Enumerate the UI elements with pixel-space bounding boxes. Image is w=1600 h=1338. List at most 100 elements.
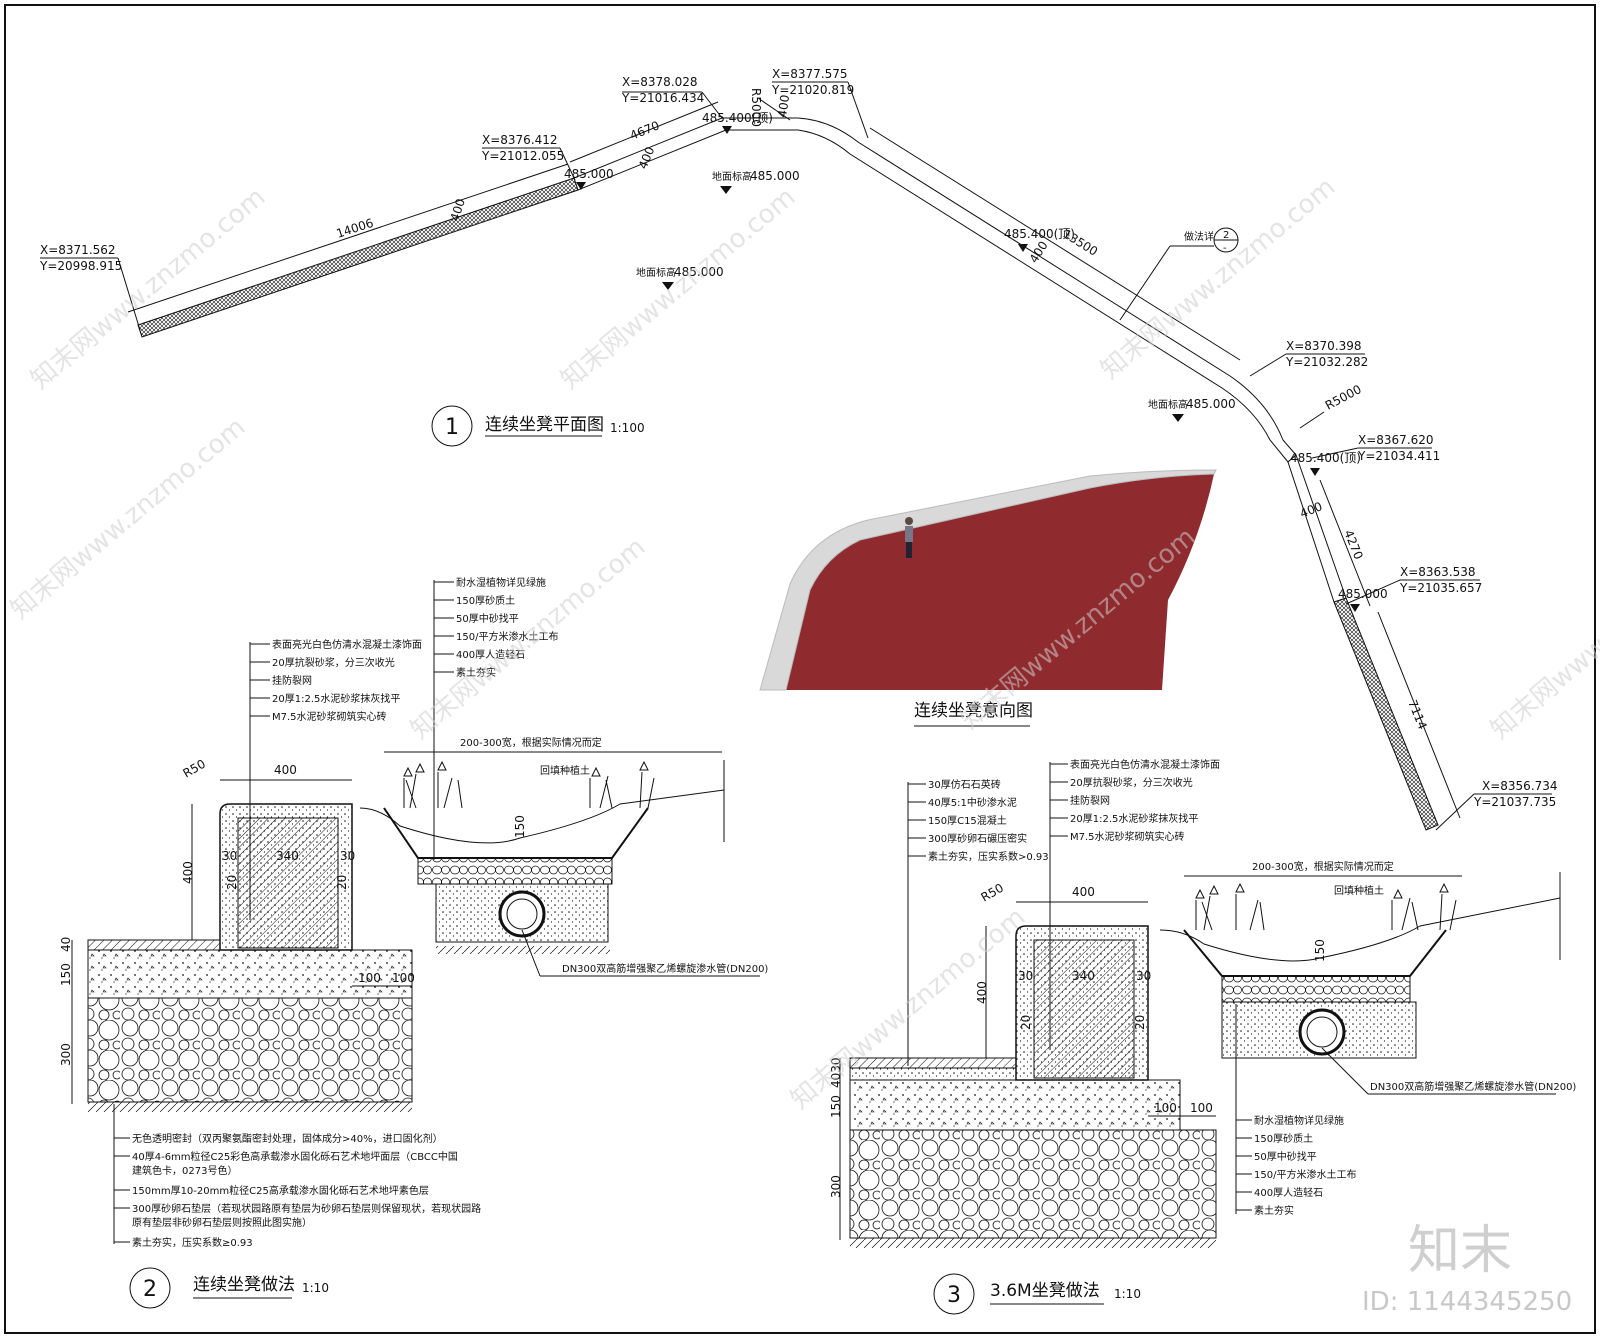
planter-width: 200-300宽，根据实际情况而定 (1252, 860, 1394, 873)
planter-notes: 耐水湿植物详见绿施 150厚砂质土 50厚中砂找平 150/平方米渗水土工布 4… (1235, 1004, 1356, 1217)
base-notes: 无色透明密封（双丙聚氨酯密封处理，固体成分>40%，进口固化剂） 40厚4-6m… (113, 1104, 481, 1249)
ground-elevation: 485.000 (674, 265, 724, 279)
render-bench-top (759, 469, 1217, 691)
dim-plaster: 20 (335, 875, 349, 890)
note: 50厚中砂找平 (456, 612, 519, 625)
plant-symbols (1195, 882, 1457, 931)
dim-100: 100 (1154, 1101, 1177, 1115)
detail-ref-label: 做法详 (1184, 230, 1214, 243)
note: 150/平方米渗水土工布 (1254, 1168, 1356, 1181)
note: 40厚5:1中砂渗水泥 (928, 796, 1017, 809)
note: 150/平方米渗水土工布 (456, 630, 558, 643)
dim-150: 150 (829, 1095, 843, 1118)
section3-title: 3 3.6M坐凳做法 1:10 (933, 1273, 1141, 1315)
dim-100: 100 (358, 971, 381, 985)
elevation-label: 485.400(顶) (1004, 227, 1075, 241)
coord-y: Y=21020.819 (771, 83, 854, 97)
backfill-label: 回填种植土 (1334, 884, 1384, 897)
elevation-label: 485.000 (564, 167, 614, 181)
note: 原有垫层非砂卵石垫层则按照此图实施） (132, 1216, 312, 1229)
render-person (905, 517, 913, 558)
dim-core: 340 (276, 849, 299, 863)
bench-notes: 表面亮光白色仿清水混凝土漆饰面 20厚抗裂砂浆，分三次收光 挂防裂网 20厚1:… (1049, 758, 1220, 1050)
dim-planter-depth: 150 (1313, 939, 1327, 962)
ground-elevation: 485.000 (750, 169, 800, 183)
dim-side: 30 (222, 849, 237, 863)
dim-core: 340 (1072, 969, 1095, 983)
dim-40: 40 (59, 937, 73, 952)
coord-y: Y=21035.657 (1399, 581, 1482, 595)
coord-y: Y=21034.411 (1357, 449, 1440, 463)
note: 素土夯实，压实系数≥0.93 (132, 1236, 253, 1249)
watermark-text: 知末网www.znzmo.com (1485, 532, 1600, 745)
note: M7.5水泥砂浆砌筑实心砖 (272, 710, 387, 723)
dim-width: 400 (274, 763, 297, 777)
title-number: 1 (445, 415, 459, 440)
dim-side: 30 (340, 849, 355, 863)
section2-title: 2 连续坐凳做法 1:10 (129, 1267, 329, 1309)
radius-label: R5000 (749, 88, 763, 127)
note: 挂防裂网 (272, 674, 312, 687)
planter-notes: 耐水湿植物详见绿施 150厚砂质土 50厚中砂找平 150/平方米渗水土工布 4… (433, 576, 558, 860)
note: 表面亮光白色仿清水混凝土漆饰面 (1070, 758, 1220, 771)
brand-logo: 知末 (1408, 1221, 1512, 1281)
bench-notes: 表面亮光白色仿清水混凝土漆饰面 20厚抗裂砂浆，分三次收光 挂防裂网 20厚1:… (249, 638, 422, 920)
width-label: 400 (636, 145, 658, 171)
radius-label: R5000 (1323, 382, 1364, 413)
note: 素土夯实 (456, 666, 496, 679)
dim-plaster: 20 (225, 875, 239, 890)
coord-x: X=8378.028 (622, 75, 698, 89)
section-3: 200-300宽，根据实际情况而定 回填种植土 DN300双高筋增强聚乙烯螺旋渗… (829, 758, 1576, 1315)
dim-100: 100 (392, 971, 415, 985)
length-label: 7114 (1405, 698, 1429, 732)
planter-width: 200-300宽，根据实际情况而定 (460, 736, 602, 749)
note: 20厚1:2.5水泥砂浆抹灰找平 (272, 692, 400, 705)
dim-side: 30 (1018, 969, 1033, 983)
coordinate-labels: X=8371.562 Y=20998.915 X=8376.412 Y=2101… (39, 67, 1558, 831)
dim-radius: R50 (979, 881, 1006, 905)
dim-radius: R50 (181, 757, 208, 781)
pipe-label: DN300双高筋增强聚乙烯螺旋渗水管(DN200) (562, 962, 768, 975)
watermark-text: 知末网www.znzmo.com (555, 182, 801, 395)
detail-ref-sheet: - (1223, 243, 1227, 254)
note: 素土夯实 (1254, 1204, 1294, 1217)
render-title: 连续坐凳意向图 (914, 701, 1033, 721)
image-id: ID: 1144345250 (1362, 1287, 1572, 1317)
note: M7.5水泥砂浆砌筑实心砖 (1070, 830, 1185, 843)
dim-300: 300 (829, 1175, 843, 1198)
ground-label: 地面标高 (1148, 398, 1188, 411)
elevation-label: 485.400(顶) (1290, 451, 1361, 465)
coord-x: X=8363.538 (1400, 565, 1476, 579)
note: 300厚砂卵石垫层（若现状园路原有垫层为砂卵石垫层则保留现状，若现状园路 (132, 1202, 481, 1215)
watermark-text: 知末网www.znzmo.com (1095, 172, 1341, 385)
note: 20厚抗裂砂浆，分三次收光 (1070, 776, 1193, 789)
note: 400厚人造轻石 (1254, 1186, 1323, 1199)
elevation-markers: 485.000 485.400(顶) 485.400(顶) 485.400(顶)… (564, 111, 1388, 612)
dim-plaster: 20 (1133, 1015, 1147, 1030)
ground-label: 地面标高 (712, 170, 752, 183)
note: 耐水湿植物详见绿施 (1254, 1114, 1344, 1127)
coord-y: Y=20998.915 (39, 259, 122, 273)
watermark-text: 知末网www.znzmo.com (25, 182, 271, 395)
title-text: 连续坐凳做法 (193, 1275, 295, 1295)
detail-reference: 做法详 2 - (1119, 227, 1239, 321)
coord-y: Y=21016.434 (621, 91, 704, 105)
note: 40厚4-6mm粒径C25彩色高承载渗水固化砾石艺术地坪面层（CBCC中国 (132, 1150, 458, 1163)
sheet-border (4, 4, 1596, 1334)
dim-planter-depth: 150 (513, 815, 527, 838)
note: 150mm厚10-20mm粒径C25高承载渗水固化砾石艺术地坪素色层 (132, 1184, 429, 1197)
ground-elevation: 485.000 (1186, 397, 1236, 411)
note: 30厚仿石石英砖 (928, 778, 1001, 791)
plant-symbols (403, 760, 655, 809)
note: 400厚人造轻石 (456, 648, 525, 661)
width-label: 400 (448, 197, 468, 223)
note: 20厚抗裂砂浆，分三次收光 (272, 656, 395, 669)
note: 无色透明密封（双丙聚氨酯密封处理，固体成分>40%，进口固化剂） (132, 1132, 443, 1145)
note: 150厚砂质土 (1254, 1132, 1313, 1145)
section-2: 200-300宽，根据实际情况而定 回填种植土 DN300双高筋增强聚乙烯螺旋渗… (59, 576, 768, 1309)
length-label: 4270 (1341, 528, 1365, 562)
note: 建筑色卡，0273号色） (132, 1164, 237, 1177)
coord-x: X=8371.562 (40, 243, 116, 257)
length-label: 4670 (628, 118, 662, 142)
